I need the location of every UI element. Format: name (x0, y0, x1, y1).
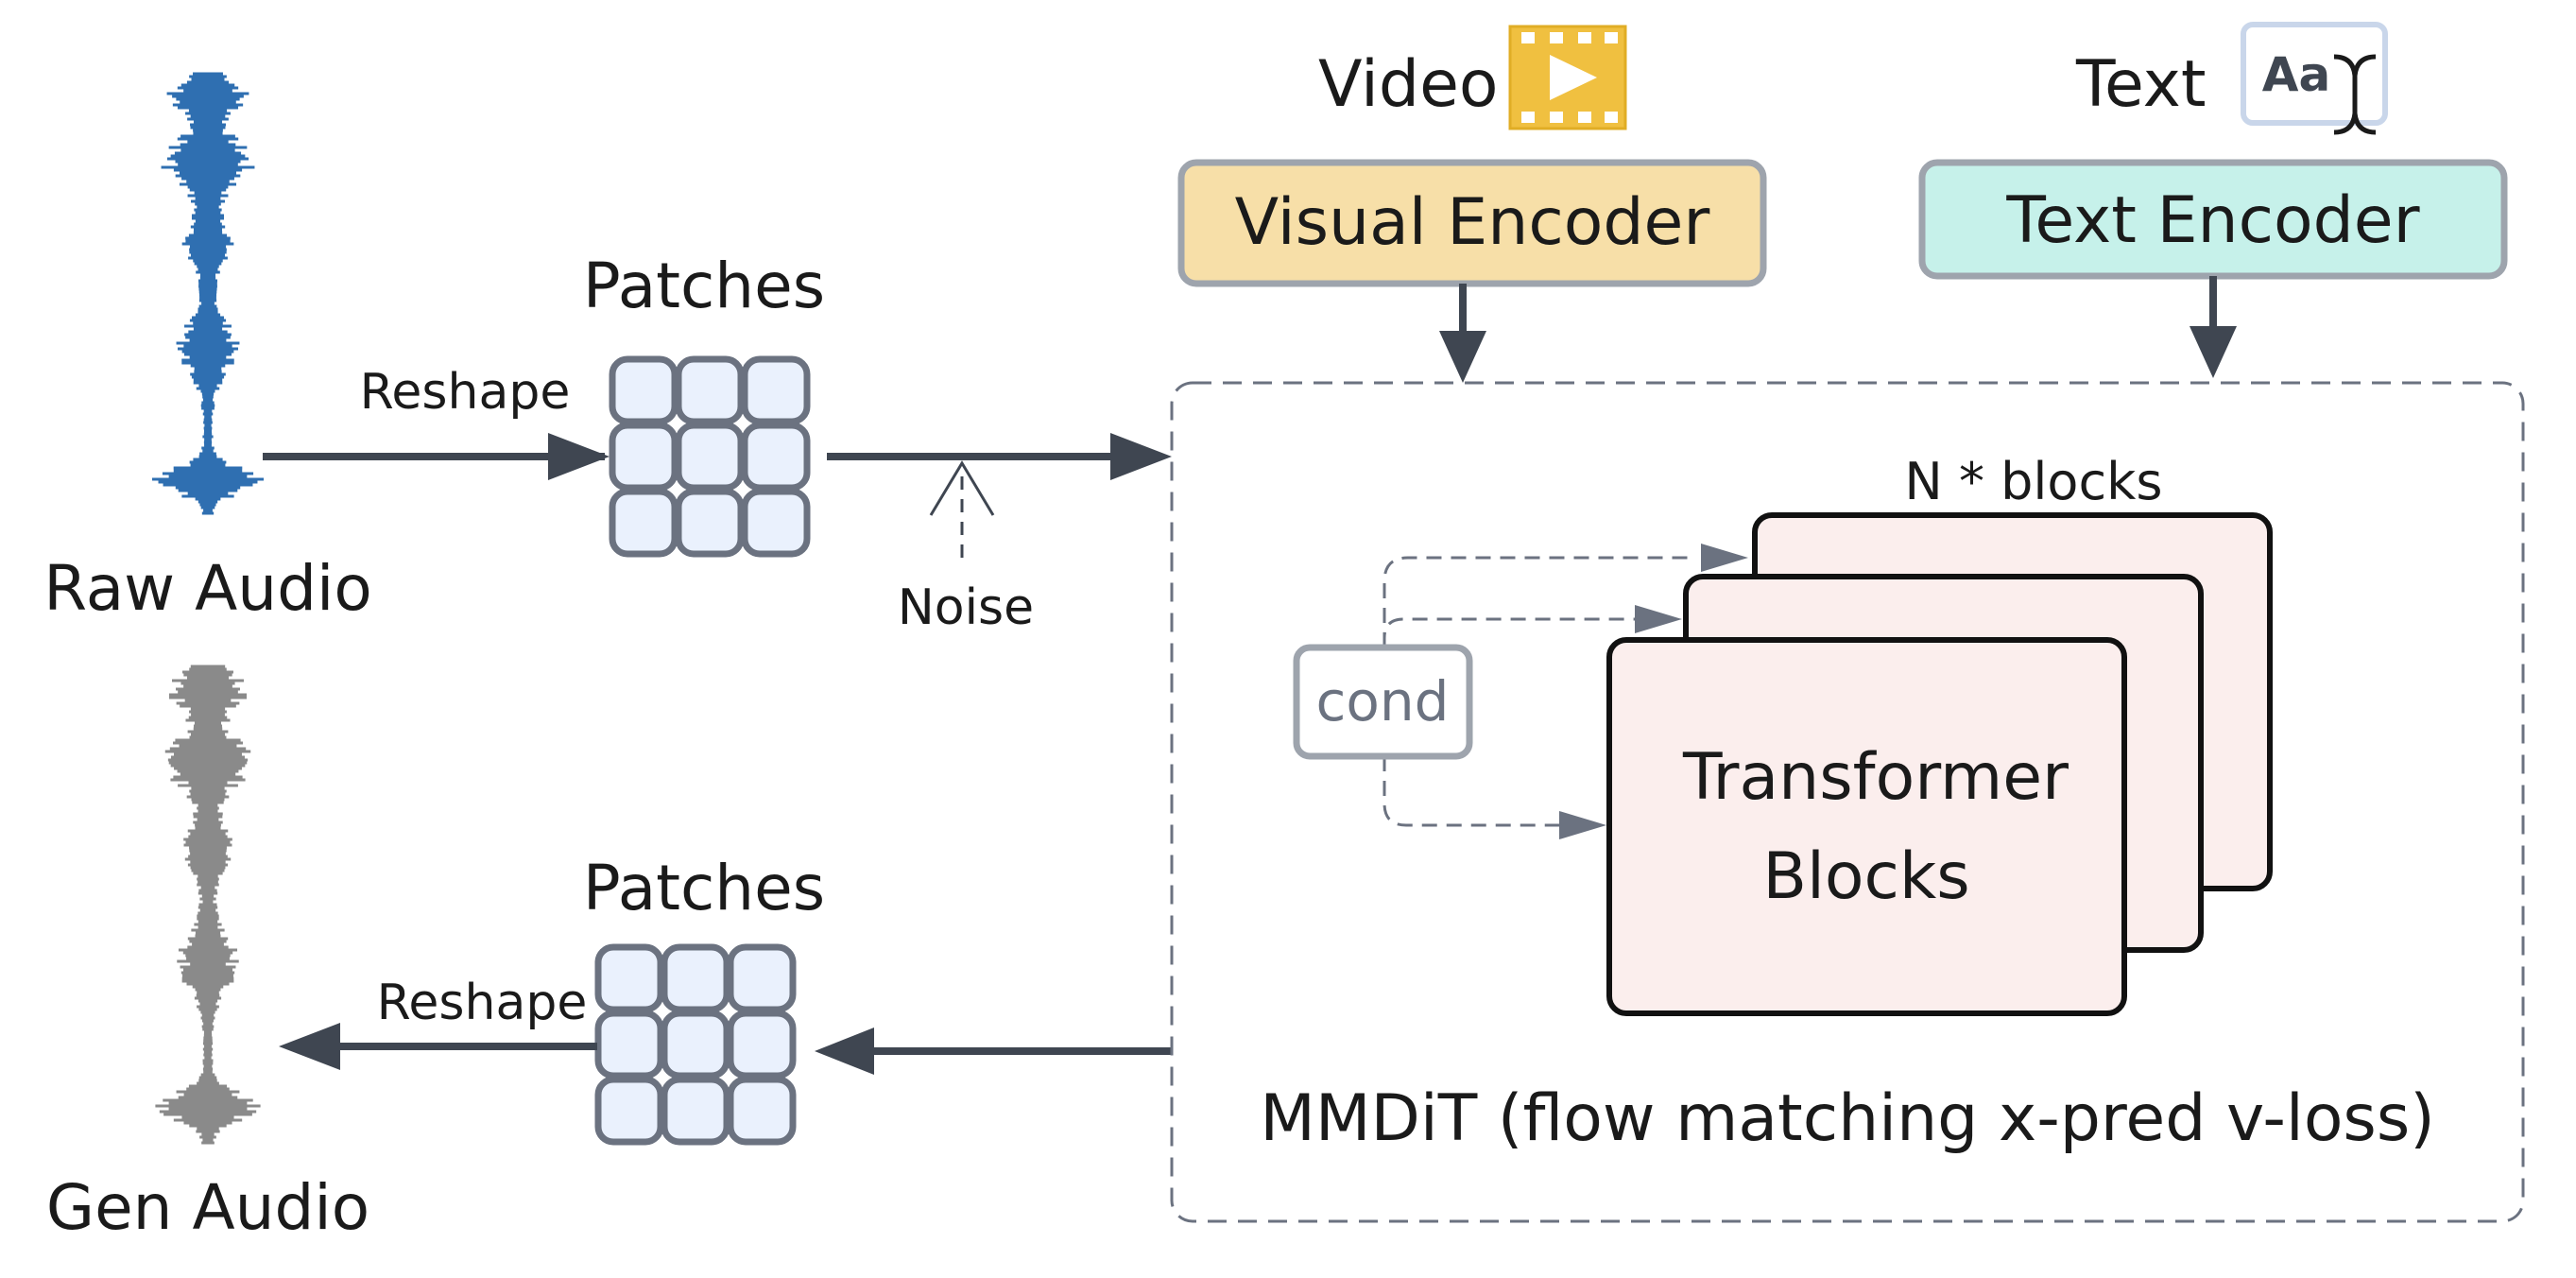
reshape-bottom-edge: Reshape (279, 975, 597, 1070)
patch-cell (675, 355, 745, 425)
text-encoder-box: Text Encoder (1918, 159, 2508, 280)
transformer-block-label-line2: Blocks (1762, 839, 1969, 914)
gen-audio-label: Gen Audio (46, 1171, 369, 1244)
patch-cell (594, 943, 664, 1013)
patches-top-grid (609, 355, 811, 558)
n-blocks-label: N * blocks (1904, 452, 2162, 511)
patch-cell (594, 1010, 664, 1079)
text-encoder-label: Text Encoder (2005, 183, 2419, 258)
visual-encoder-box: Visual Encoder (1177, 159, 1767, 287)
patch-cell (727, 1076, 797, 1146)
video-label: Video (1318, 47, 1499, 122)
transformer-block-front (1606, 637, 2127, 1016)
patch-cell (675, 422, 745, 492)
to-mmdit-edge (827, 433, 1172, 480)
patch-cell (741, 488, 811, 558)
patch-cell (609, 488, 678, 558)
text-to-mmdit-arrow (2190, 276, 2237, 378)
text-icon-glyph: Aa (2262, 47, 2330, 102)
mmdit-title: MMDiT (flow matching x-pred v-loss) (1260, 1081, 2435, 1156)
patch-cell (727, 943, 797, 1013)
video-icon (1508, 25, 1627, 130)
patch-cell (741, 355, 811, 425)
cond-arrowheads (1559, 544, 1748, 839)
patches-top-label: Patches (583, 250, 825, 322)
raw-audio-waveform-icon (151, 72, 265, 515)
from-mmdit-edge (815, 1028, 1172, 1075)
raw-audio-label: Raw Audio (43, 552, 371, 625)
visual-to-mmdit-arrow (1439, 284, 1486, 383)
patch-cell (741, 422, 811, 492)
cond-box: cond (1293, 644, 1473, 760)
text-icon: Aa (2241, 22, 2388, 135)
patch-cell (609, 422, 678, 492)
cond-label: cond (1316, 669, 1450, 734)
transformer-block-label-line1: Transformer (1682, 740, 2069, 815)
noise-label: Noise (898, 579, 1034, 636)
patches-bottom-grid (594, 943, 797, 1146)
mmdit-container (1170, 381, 2525, 1223)
visual-encoder-label: Visual Encoder (1235, 185, 1710, 260)
cond-connectors (1382, 556, 1692, 827)
reshape-top-edge: Reshape (263, 364, 610, 480)
reshape-top-label: Reshape (360, 364, 571, 421)
noise-injection: Noise (898, 460, 1034, 636)
patches-bottom-label: Patches (583, 852, 825, 924)
patch-cell (661, 943, 730, 1013)
patch-cell (661, 1076, 730, 1146)
patch-cell (675, 488, 745, 558)
patch-cell (609, 355, 678, 425)
reshape-bottom-label: Reshape (377, 975, 588, 1031)
patch-cell (594, 1076, 664, 1146)
text-label: Text (2075, 47, 2207, 122)
gen-audio-waveform-icon (155, 665, 261, 1145)
patch-cell (661, 1010, 730, 1079)
patch-cell (727, 1010, 797, 1079)
